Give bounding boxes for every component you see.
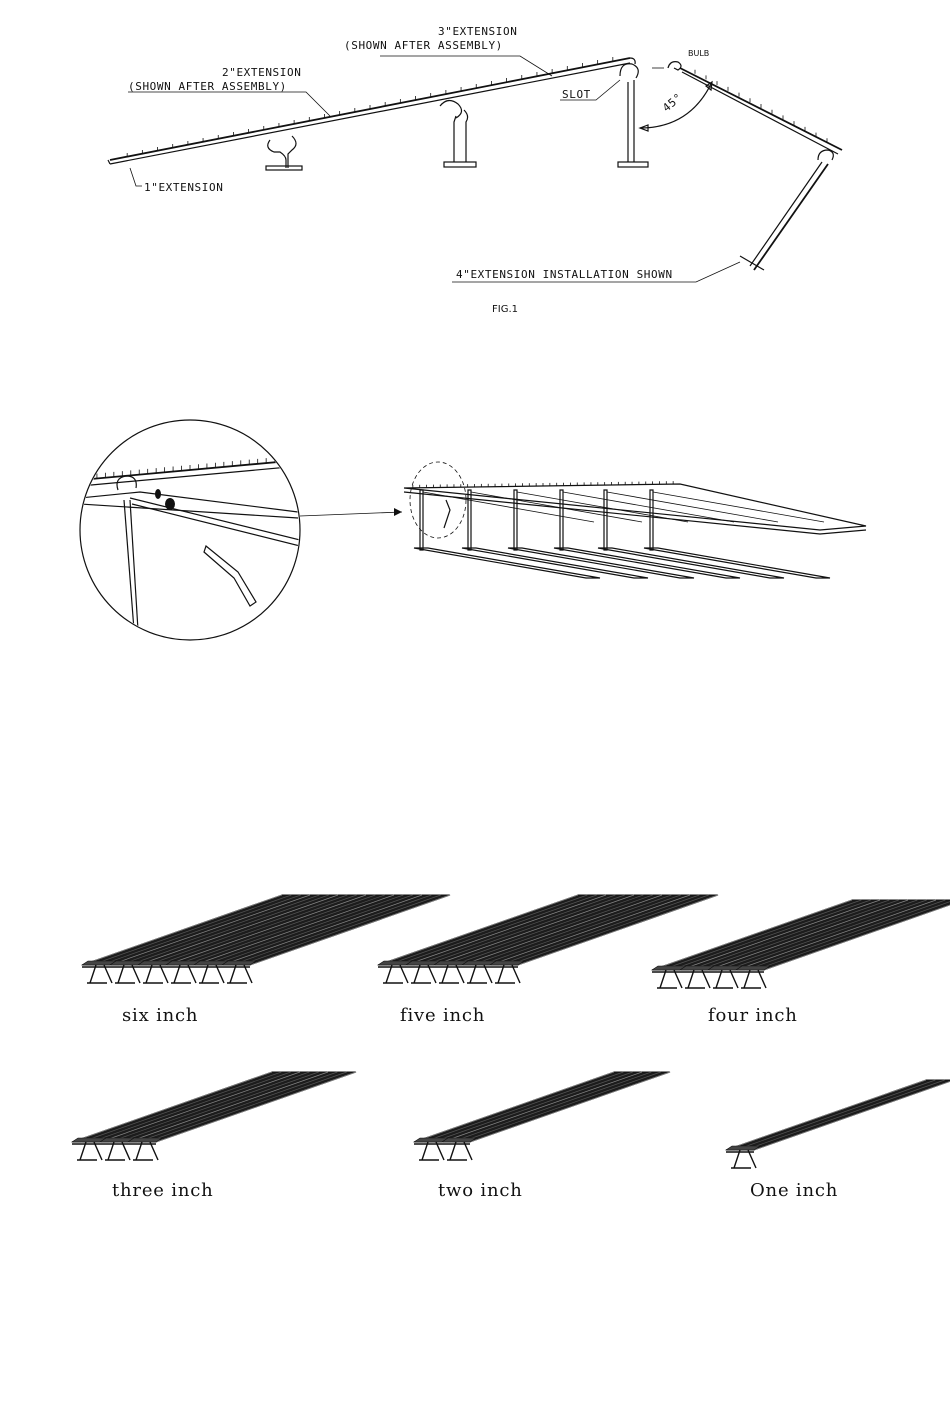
- caption-two-inch: two inch: [438, 1180, 523, 1201]
- caption-one-inch: One inch: [750, 1180, 838, 1201]
- caption-three-inch: three inch: [112, 1180, 213, 1201]
- caption-five-inch: five inch: [400, 1005, 485, 1026]
- caption-six-inch: six inch: [122, 1005, 198, 1026]
- caption-four-inch: four inch: [708, 1005, 798, 1026]
